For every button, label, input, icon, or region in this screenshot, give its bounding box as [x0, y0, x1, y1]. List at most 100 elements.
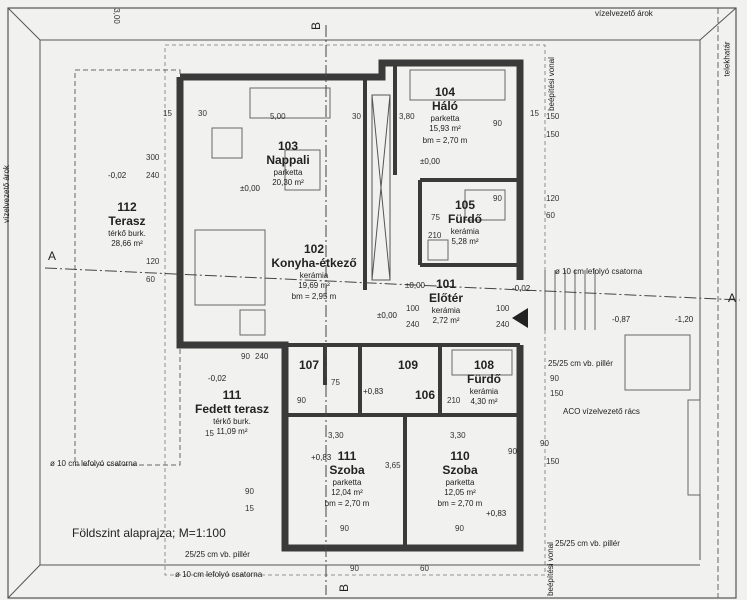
- room-floor-102: kerámia: [299, 271, 329, 280]
- room-number-105: 105: [454, 198, 476, 212]
- dimension-label: 3,30: [328, 431, 344, 440]
- dimension-label: 30: [198, 109, 207, 118]
- dimension-label: 90: [508, 447, 517, 456]
- dimension-label: 210: [447, 396, 461, 405]
- dimension-label: 75: [431, 213, 440, 222]
- level-mark: ±0,00: [377, 311, 397, 320]
- level-mark: ±0,00: [420, 157, 440, 166]
- room-floor-101: kerámia: [431, 306, 461, 315]
- dimension-label: 100: [496, 304, 510, 313]
- level-mark: ±0,00: [405, 281, 425, 290]
- room-number-107: 107: [298, 358, 320, 372]
- dimension-label: 90: [245, 487, 254, 496]
- room-name-112: Terasz: [108, 214, 146, 228]
- drawing-title: Földszint alaprajza; M=1:100: [72, 526, 226, 540]
- dimension-label: 15: [163, 109, 172, 118]
- room-number-112: 112: [117, 200, 137, 214]
- room-area-103: 20,30 m²: [272, 178, 304, 187]
- room-name-110: Szoba: [442, 463, 478, 477]
- dimension-label: 60: [546, 211, 555, 220]
- gutter-label: ø 10 cm lefolyó csatorna: [50, 459, 138, 468]
- room-name-102: Konyha-étkező: [271, 256, 357, 270]
- dimension-label: 3,30: [450, 431, 466, 440]
- furniture: [194, 69, 513, 376]
- pillar-label: 25/25 cm vb. pillér: [555, 539, 620, 548]
- plot-boundary-label: telekhatár: [722, 41, 732, 77]
- room-number-101: 101: [435, 277, 457, 291]
- level-mark: -1,20: [675, 315, 694, 324]
- room-number-106: 106: [414, 388, 436, 402]
- section-mark-a-right: A: [728, 291, 737, 305]
- entrance-arrow: [512, 308, 528, 328]
- site-corner-line: [699, 7, 737, 41]
- room-area-102: 19,69 m²: [298, 281, 330, 290]
- room-name-105: Fürdő: [448, 212, 482, 226]
- section-mark-b-top: B: [309, 21, 324, 31]
- room-area-110: 12,05 m²: [444, 488, 476, 497]
- pillar-label: 25/25 cm vb. pillér: [185, 550, 250, 559]
- room-number-111-bedroom: 111: [337, 449, 357, 463]
- dimension-label: 60: [420, 564, 429, 573]
- room-area-104: 15,93 m²: [429, 124, 461, 133]
- dimension-label: 90: [297, 396, 306, 405]
- room-number-110: 110: [450, 449, 470, 463]
- dimension-label: 3,00: [111, 8, 121, 24]
- room-area-108: 4,30 m²: [470, 397, 498, 406]
- dimension-label: 3,80: [399, 112, 415, 121]
- dimension-label: 60: [146, 275, 155, 284]
- dimension-label: 3,65: [385, 461, 401, 470]
- room-name-101: Előtér: [428, 291, 464, 305]
- level-mark: +0,83: [311, 453, 332, 462]
- section-mark-a-left: A: [48, 249, 57, 263]
- room-floor-105: kerámia: [450, 227, 480, 236]
- level-mark: -0,02: [512, 284, 531, 293]
- room-area-105: 5,28 m²: [451, 237, 479, 246]
- inner-walls: [285, 63, 520, 548]
- gate: [687, 399, 701, 496]
- room-floor-111-terrace: térkő burk.: [213, 417, 251, 426]
- dimension-label: 15: [530, 109, 539, 118]
- ditch-label-left: vízelvezető árok: [1, 165, 11, 223]
- dimension-label: 90: [540, 439, 549, 448]
- site-corner-line: [7, 564, 41, 599]
- room-area-112: 28,66 m²: [111, 239, 143, 248]
- room-number-109: 109: [397, 358, 419, 372]
- gutter-label: ø 10 cm lefolyó csatorna: [175, 570, 263, 579]
- site-border: [7, 7, 737, 599]
- dimension-label: 90: [340, 524, 349, 533]
- level-mark: ±0,00: [240, 184, 260, 193]
- dimension-label: 15: [205, 429, 214, 438]
- section-mark-b-bottom: B: [337, 583, 352, 593]
- room-floor-111-bedroom: parketta: [332, 478, 362, 487]
- room-number-102: 102: [303, 242, 325, 256]
- dimension-label: 300: [146, 153, 160, 162]
- dimension-label: 240: [406, 320, 420, 329]
- building-line-label-bottom: beépítési vonal: [545, 542, 555, 596]
- room-name-104: Háló: [431, 99, 459, 113]
- room-height-111-bedroom: bm = 2,70 m: [324, 499, 370, 508]
- pillar-label: 25/25 cm vb. pillér: [548, 359, 613, 368]
- dimension-label: 240: [496, 320, 510, 329]
- room-floor-112: térkő burk.: [108, 229, 146, 238]
- dimension-label: 90: [550, 374, 559, 383]
- room-height-104: bm = 2,70 m: [422, 136, 468, 145]
- room-number-108: 108: [473, 358, 495, 372]
- dimension-label: 15: [245, 504, 254, 513]
- dimension-label: 150: [550, 389, 564, 398]
- room-name-103: Nappali: [266, 153, 310, 167]
- stair: [371, 94, 391, 281]
- section-line-a: [44, 267, 741, 301]
- dimension-label: 90: [493, 194, 502, 203]
- room-area-111-bedroom: 12,04 m²: [331, 488, 363, 497]
- aco-grate-area: [624, 334, 691, 391]
- room-number-103: 103: [277, 139, 299, 153]
- dimension-label: 150: [546, 130, 560, 139]
- outer-walls: [176, 59, 524, 552]
- dimension-label: 100: [406, 304, 420, 313]
- dimension-label: 5,00: [270, 112, 286, 121]
- room-name-111-bedroom: Szoba: [329, 463, 365, 477]
- room-height-102: bm = 2,95 m: [291, 292, 337, 301]
- dimension-label: 75: [331, 378, 340, 387]
- dimension-label: 150: [546, 457, 560, 466]
